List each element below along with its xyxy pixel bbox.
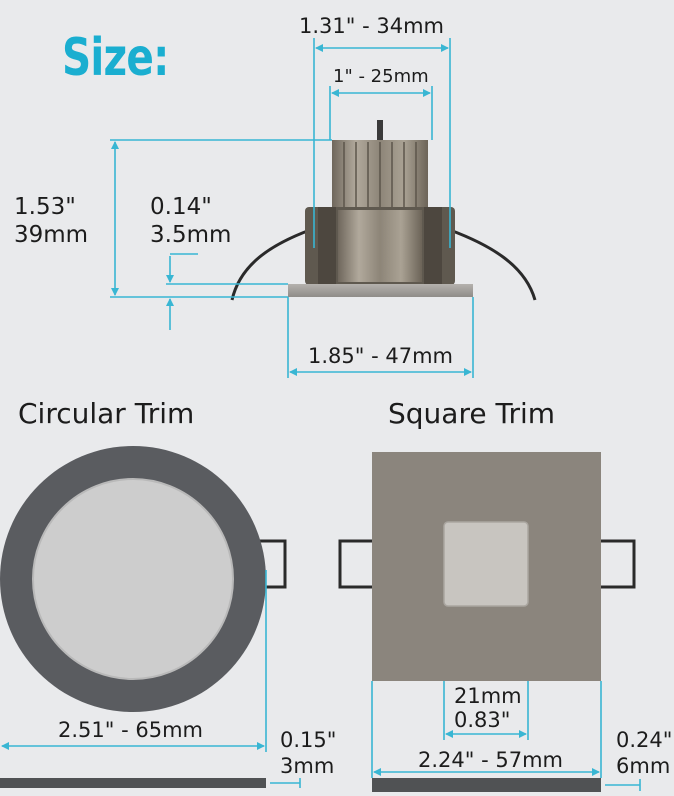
lip-inches-label: 0.14": [150, 194, 212, 220]
height-inches-label: 1.53": [14, 194, 76, 220]
square-trim-profile: [372, 778, 601, 792]
circular-diameter-label: 2.51" - 65mm: [58, 718, 203, 742]
circular-clip-right: [258, 539, 287, 589]
circular-trim-heading: Circular Trim: [18, 397, 195, 430]
top-pin: [377, 120, 383, 142]
right-wire: [449, 228, 537, 301]
left-wire: [230, 228, 311, 301]
circular-trim-lens: [32, 478, 234, 680]
square-clip-right: [600, 539, 636, 589]
square-thickness-inches-label: 0.24": [616, 728, 673, 752]
bottom-width-label: 1.85" - 47mm: [308, 344, 453, 368]
square-trim-heading: Square Trim: [388, 397, 556, 430]
circular-trim-profile: [0, 778, 266, 788]
base-plate: [288, 284, 473, 297]
square-inner-inches-label: 0.83": [454, 708, 511, 732]
height-mm-label: 39mm: [14, 222, 89, 248]
inner-width-label: 1" - 25mm: [333, 66, 429, 87]
circular-trim-dimensions: [1, 570, 301, 788]
square-trim-dimensions: [371, 681, 641, 791]
lip-mm-label: 3.5mm: [150, 222, 232, 248]
side-view-dimensions: [110, 38, 474, 378]
circular-trim: [0, 446, 287, 788]
square-thickness-mm-label: 6mm: [616, 754, 671, 778]
page-title: Size:: [62, 28, 169, 88]
circular-thickness-inches-label: 0.15": [280, 728, 337, 752]
circular-thickness-mm-label: 3mm: [280, 754, 335, 778]
square-clip-left: [338, 539, 372, 589]
square-trim: [338, 452, 636, 792]
square-width-label: 2.24" - 57mm: [418, 748, 563, 772]
top-width-label: 1.31" - 34mm: [299, 14, 444, 38]
square-inner-mm-label: 21mm: [454, 684, 522, 708]
side-view-fixture: [230, 120, 537, 301]
square-trim-lens: [443, 521, 529, 607]
